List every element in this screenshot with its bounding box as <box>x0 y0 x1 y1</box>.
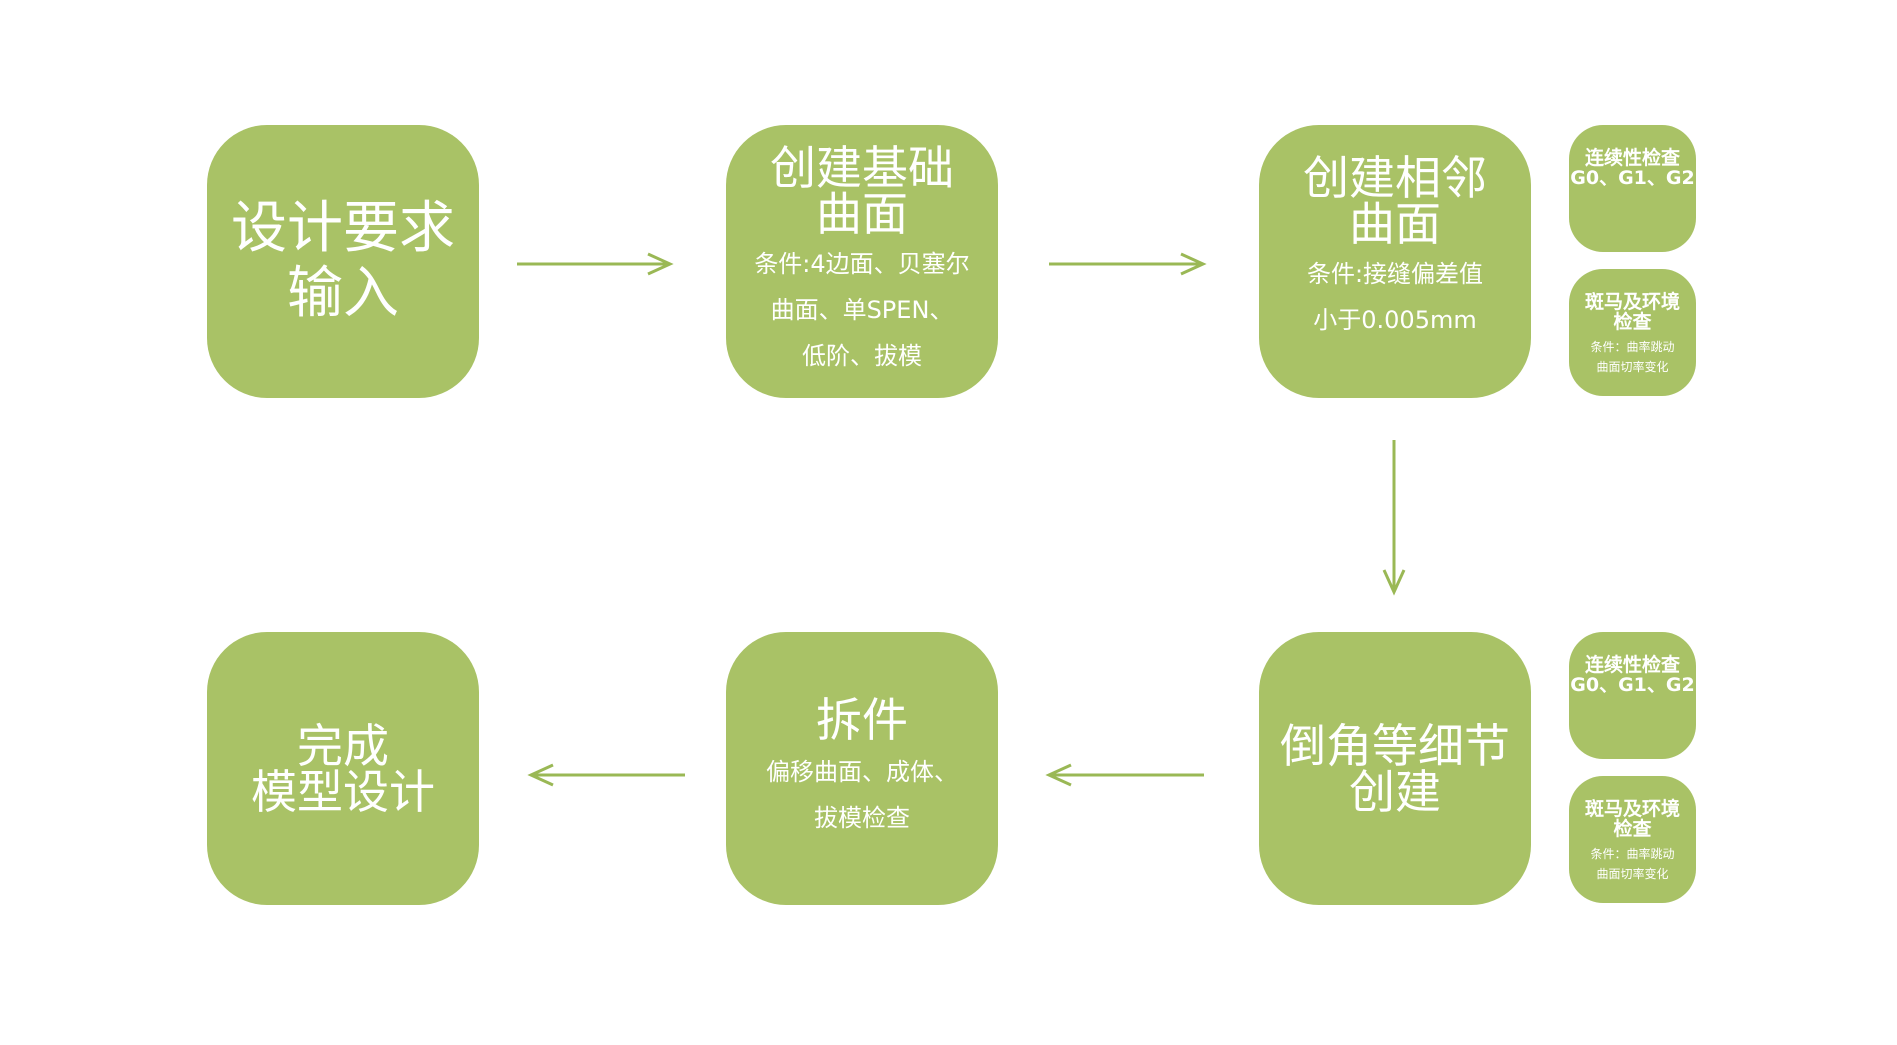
step-title: 曲面 <box>816 186 908 241</box>
continuity-check-1: 连续性检查 G0、G1、G2 <box>1569 125 1696 252</box>
step-base-surface: 创建基础 曲面 条件:4边面、贝塞尔 曲面、单SPEN、 低阶、拔模 <box>726 125 998 398</box>
step-title: 拆件 <box>816 692 908 747</box>
step-complete-design: 完成 模型设计 <box>207 632 479 905</box>
step-split-parts: 拆件 偏移曲面、成体、 拔模检查 <box>726 632 998 905</box>
step-title: 模型设计 <box>251 764 435 819</box>
zebra-check-1: 斑马及环境 检查 条件：曲率跳动 曲面切率变化 <box>1569 269 1696 396</box>
arrow-right-2 <box>1049 252 1207 276</box>
step-adjacent-surface: 创建相邻 曲面 条件:接缝偏差值 小于0.005mm <box>1259 125 1531 398</box>
arrow-left-1 <box>1045 763 1204 787</box>
check-detail: G0、G1、G2 <box>1570 166 1695 189</box>
arrow-left-2 <box>527 763 685 787</box>
check-condition: 条件：曲率跳动 <box>1590 846 1675 861</box>
arrow-down <box>1382 440 1406 596</box>
step-fillet-details: 倒角等细节 创建 <box>1259 632 1531 905</box>
step-title: 输入 <box>287 260 399 326</box>
step-condition: 拔模检查 <box>814 803 910 832</box>
check-title: 斑马及环境 <box>1584 291 1680 313</box>
check-detail: G0、G1、G2 <box>1570 673 1695 696</box>
step-title: 创建基础 <box>770 140 954 195</box>
step-condition: 条件:4边面、贝塞尔 <box>754 249 970 278</box>
check-title: 连续性检查 <box>1584 147 1680 169</box>
check-condition: 曲面切率变化 <box>1596 360 1669 375</box>
check-title: 连续性检查 <box>1584 654 1680 676</box>
check-title: 检查 <box>1613 817 1652 840</box>
step-title: 设计要求 <box>231 196 455 262</box>
step-condition: 低阶、拔模 <box>802 341 922 370</box>
check-title: 斑马及环境 <box>1584 798 1680 820</box>
step-title: 完成 <box>297 718 389 773</box>
step-title: 创建 <box>1349 764 1441 819</box>
step-design-input: 设计要求 输入 <box>207 125 479 398</box>
step-title: 曲面 <box>1349 197 1441 251</box>
zebra-check-2: 斑马及环境 检查 条件：曲率跳动 曲面切率变化 <box>1569 776 1696 903</box>
arrow-right-1 <box>517 252 674 276</box>
check-title: 检查 <box>1613 310 1652 333</box>
step-title: 倒角等细节 <box>1280 718 1510 773</box>
step-condition: 偏移曲面、成体、 <box>766 757 958 786</box>
step-condition: 曲面、单SPEN、 <box>770 295 954 324</box>
continuity-check-2: 连续性检查 G0、G1、G2 <box>1569 632 1696 759</box>
step-condition: 小于0.005mm <box>1313 306 1477 334</box>
step-title: 创建相邻 <box>1303 151 1487 205</box>
check-condition: 曲面切率变化 <box>1596 867 1669 882</box>
check-condition: 条件：曲率跳动 <box>1590 339 1675 354</box>
step-condition: 条件:接缝偏差值 <box>1306 260 1484 288</box>
